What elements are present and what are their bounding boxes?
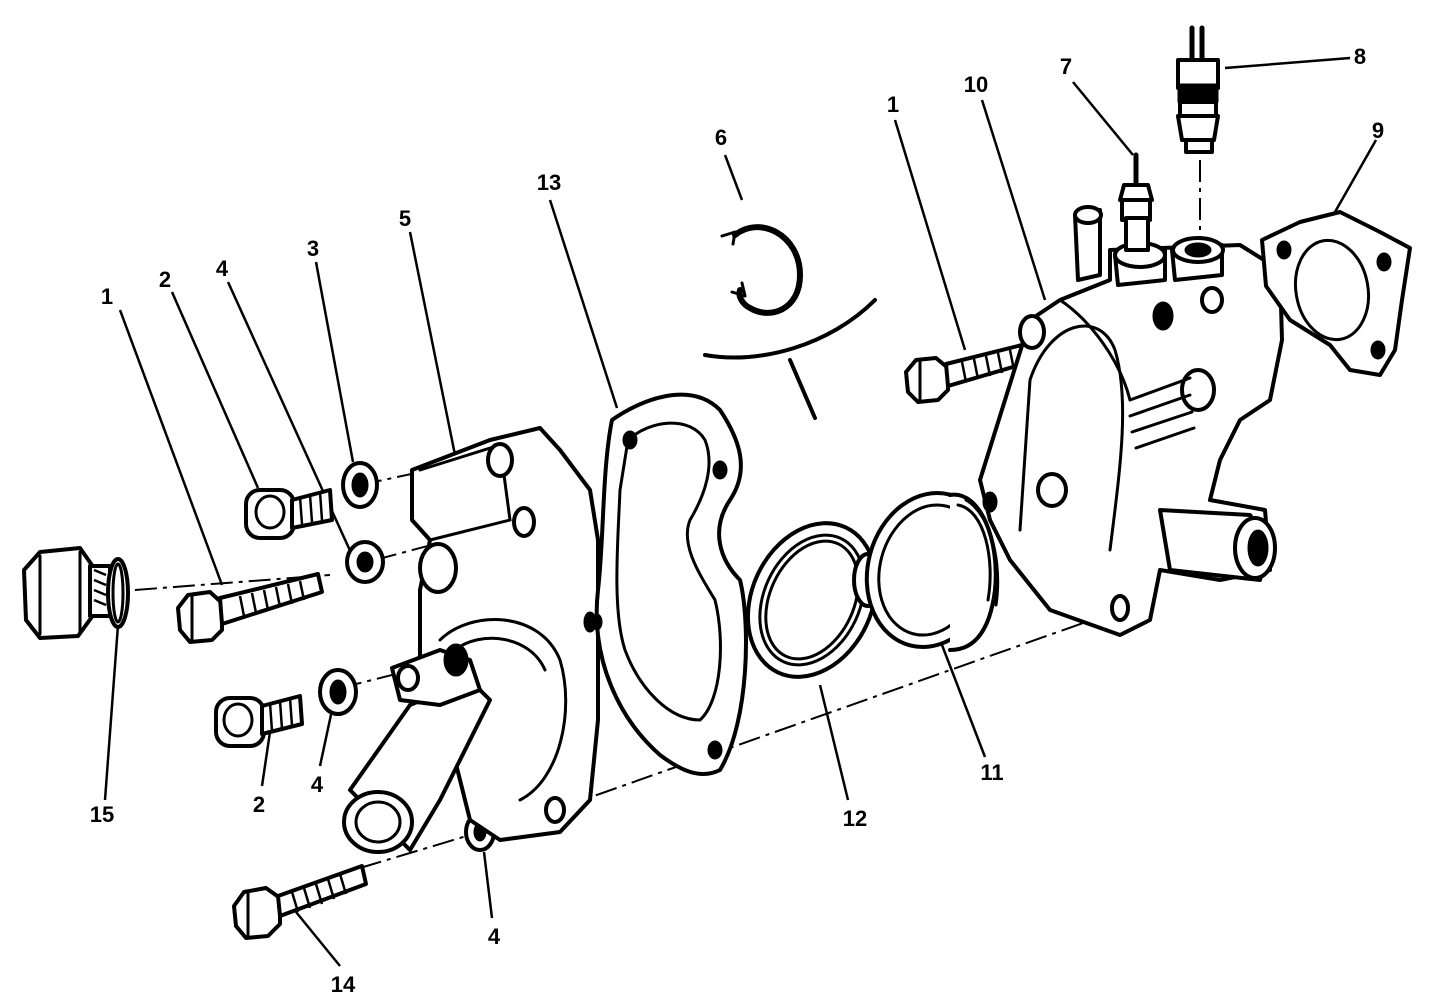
thermostat [852,490,1000,652]
callout-4-lower: 4 [488,924,501,949]
callout-4-upper: 4 [216,256,229,281]
bolt-bottom [232,864,368,940]
callout-4-middle: 4 [311,772,324,797]
callout-11: 11 [980,760,1003,785]
callout-3: 3 [307,236,319,261]
socket-screw-lower [214,694,304,748]
callout-9: 9 [1372,118,1384,143]
callout-12: 12 [843,806,867,831]
callout-14: 14 [331,972,356,997]
bolt-right-housing [904,342,1032,404]
socket-screw-upper [244,488,334,540]
bolt-long-left [176,572,324,644]
washer-4-middle [318,668,358,716]
callout-8: 8 [1354,44,1366,69]
housing-gasket [1260,210,1412,377]
callout-15: 15 [90,802,114,827]
callout-10: 10 [964,72,988,97]
callout-13: 13 [537,170,561,195]
leader-lines [103,56,1378,967]
temperature-switch [1176,25,1220,154]
thermostat-housing [978,205,1284,637]
temperature-sensor [1118,152,1154,252]
seal-ring [745,521,879,679]
drain-plug [22,546,112,640]
callout-7: 7 [1060,54,1072,79]
thermostat-cover [342,426,600,854]
callout-2-upper: 2 [159,267,171,292]
washer-3 [341,461,379,509]
callout-labels: 1 2 4 3 5 13 6 1 10 7 8 9 15 2 4 12 11 4… [90,44,1384,997]
washer-4-upper [345,540,385,584]
callout-1-left: 1 [101,284,113,309]
gasket [591,392,748,776]
snap-ring [703,224,877,420]
callout-1-right: 1 [887,92,899,117]
drain-plug-o-ring [106,557,130,629]
callout-5: 5 [399,206,411,231]
callout-6: 6 [715,125,727,150]
callout-2-lower: 2 [253,792,265,817]
